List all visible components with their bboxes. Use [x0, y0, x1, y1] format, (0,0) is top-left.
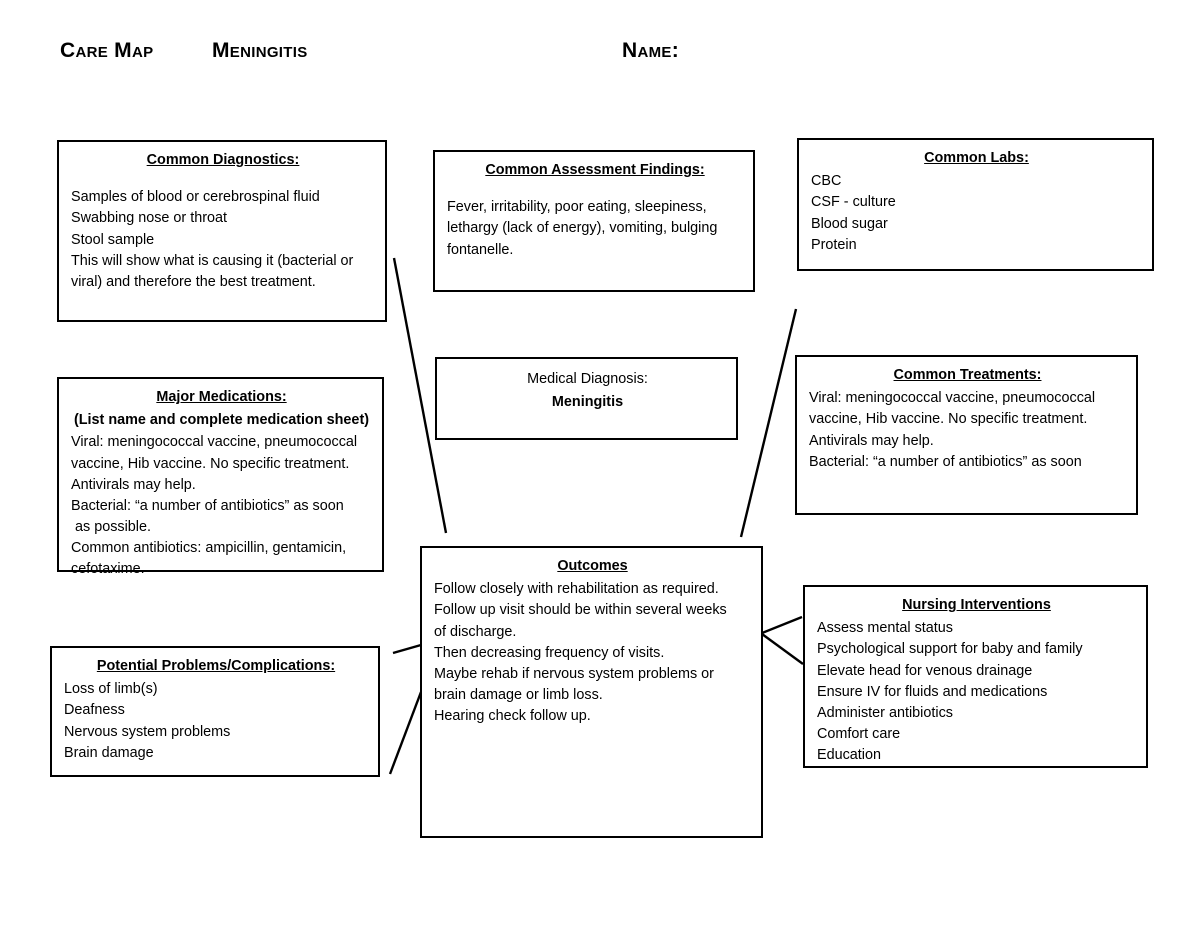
- box-line: Protein: [811, 236, 857, 253]
- box-line: of discharge.: [434, 623, 517, 640]
- box-potential-problems-complications: Potential Problems/Complications: Loss o…: [50, 646, 380, 777]
- box-line: Swabbing nose or throat: [71, 210, 227, 227]
- spacer: [447, 183, 743, 197]
- box-common-labs: Common Labs: CBC CSF - culture Blood sug…: [797, 138, 1154, 271]
- box-line: Viral: meningococcal vaccine, pneumococc…: [809, 390, 1096, 407]
- box-line: Bacterial: “a number of antibiotics” as …: [809, 453, 1082, 470]
- box-line: CSF - culture: [811, 194, 896, 211]
- box-line: Follow up visit should be within several…: [434, 602, 727, 619]
- box-line: as possible.: [71, 519, 151, 536]
- box-line: Viral: meningococcal vaccine, pneumococc…: [71, 434, 358, 451]
- box-title: Major Medications:: [156, 389, 287, 405]
- box-title: Common Labs:: [924, 150, 1029, 166]
- connector-outcomes-to-treatments: [739, 308, 798, 538]
- box-line: Antivirals may help.: [71, 476, 196, 493]
- box-line: Then decreasing frequency of visits.: [434, 644, 665, 661]
- box-title: Common Treatments:: [893, 367, 1042, 383]
- box-line: Fever, irritability, poor eating, sleepi…: [447, 199, 707, 216]
- box-line: Elevate head for venous drainage: [817, 662, 1033, 679]
- box-line: Maybe rehab if nervous system problems o…: [434, 665, 714, 682]
- name-field-label: Name:: [622, 39, 679, 62]
- box-line: Brain damage: [64, 744, 154, 761]
- box-line: Nervous system problems: [64, 723, 231, 740]
- box-line: cefotaxime.: [71, 561, 145, 578]
- box-line: Hearing check follow up.: [434, 708, 591, 725]
- box-line: lethargy (lack of energy), vomiting, bul…: [447, 220, 718, 237]
- box-line: Antivirals may help.: [809, 432, 934, 449]
- box-common-assessment-findings: Common Assessment Findings: Fever, irrit…: [433, 150, 755, 292]
- box-line: Psychological support for baby and famil…: [817, 641, 1083, 658]
- box-title: Common Diagnostics:: [146, 152, 300, 168]
- box-line: Education: [817, 747, 882, 764]
- box-major-medications: Major Medications: (List name and comple…: [57, 377, 384, 577]
- box-line: Loss of limb(s): [64, 681, 158, 698]
- box-line: Administer antibiotics: [817, 704, 953, 721]
- box-title: Nursing Interventions: [902, 597, 1051, 613]
- box-title: Common Assessment Findings:: [485, 162, 705, 178]
- box-line: Ensure IV for fluids and medications: [817, 683, 1048, 700]
- box-title: Outcomes: [557, 558, 628, 574]
- box-line: Common antibiotics: ampicillin, gentamic…: [71, 540, 347, 557]
- connector-medications-to-outcomes: [392, 643, 422, 655]
- box-title: Medical Diagnosis:: [527, 371, 648, 387]
- diagnosis-value: Meningitis: [551, 394, 624, 411]
- box-line: vaccine, Hib vaccine. No specific treatm…: [809, 411, 1088, 428]
- box-line: Bacterial: “a number of antibiotics” as …: [71, 497, 344, 514]
- connector-outcomes-to-nursing-lower: [761, 633, 804, 665]
- box-line: Comfort care: [817, 726, 901, 743]
- box-common-diagnostics: Common Diagnostics: Samples of blood or …: [57, 140, 387, 322]
- box-line: vaccine, Hib vaccine. No specific treatm…: [71, 455, 350, 472]
- spacer: [71, 173, 375, 187]
- box-line: Deafness: [64, 702, 125, 719]
- box-outcomes: Outcomes Follow closely with rehabilitat…: [420, 546, 763, 838]
- box-medical-diagnosis: Medical Diagnosis: Meningitis: [435, 357, 738, 440]
- box-line: Blood sugar: [811, 215, 888, 232]
- connector-problems-to-outcomes: [388, 691, 423, 775]
- box-subtitle: (List name and complete medication sheet…: [73, 412, 370, 429]
- box-line: Stool sample: [71, 231, 155, 248]
- box-line: viral) and therefore the best treatment.: [71, 273, 316, 290]
- box-line: This will show what is causing it (bacte…: [71, 252, 354, 269]
- box-line: brain damage or limb loss.: [434, 687, 603, 704]
- page-title-care-map: Care Map: [60, 39, 154, 62]
- box-line: fontanelle.: [447, 241, 514, 258]
- box-nursing-interventions: Nursing Interventions Assess mental stat…: [803, 585, 1148, 768]
- connector-outcomes-to-nursing-upper: [761, 615, 803, 635]
- box-line: Assess mental status: [817, 620, 953, 637]
- page-title-topic: Meningitis: [212, 39, 308, 62]
- connector-diagnostics-to-outcomes: [392, 257, 448, 534]
- box-title: Potential Problems/Complications:: [96, 658, 336, 674]
- box-line: CBC: [811, 173, 842, 190]
- box-line: Follow closely with rehabilitation as re…: [434, 581, 719, 598]
- box-common-treatments: Common Treatments: Viral: meningococcal …: [795, 355, 1138, 515]
- box-line: Samples of blood or cerebrospinal fluid: [71, 189, 320, 206]
